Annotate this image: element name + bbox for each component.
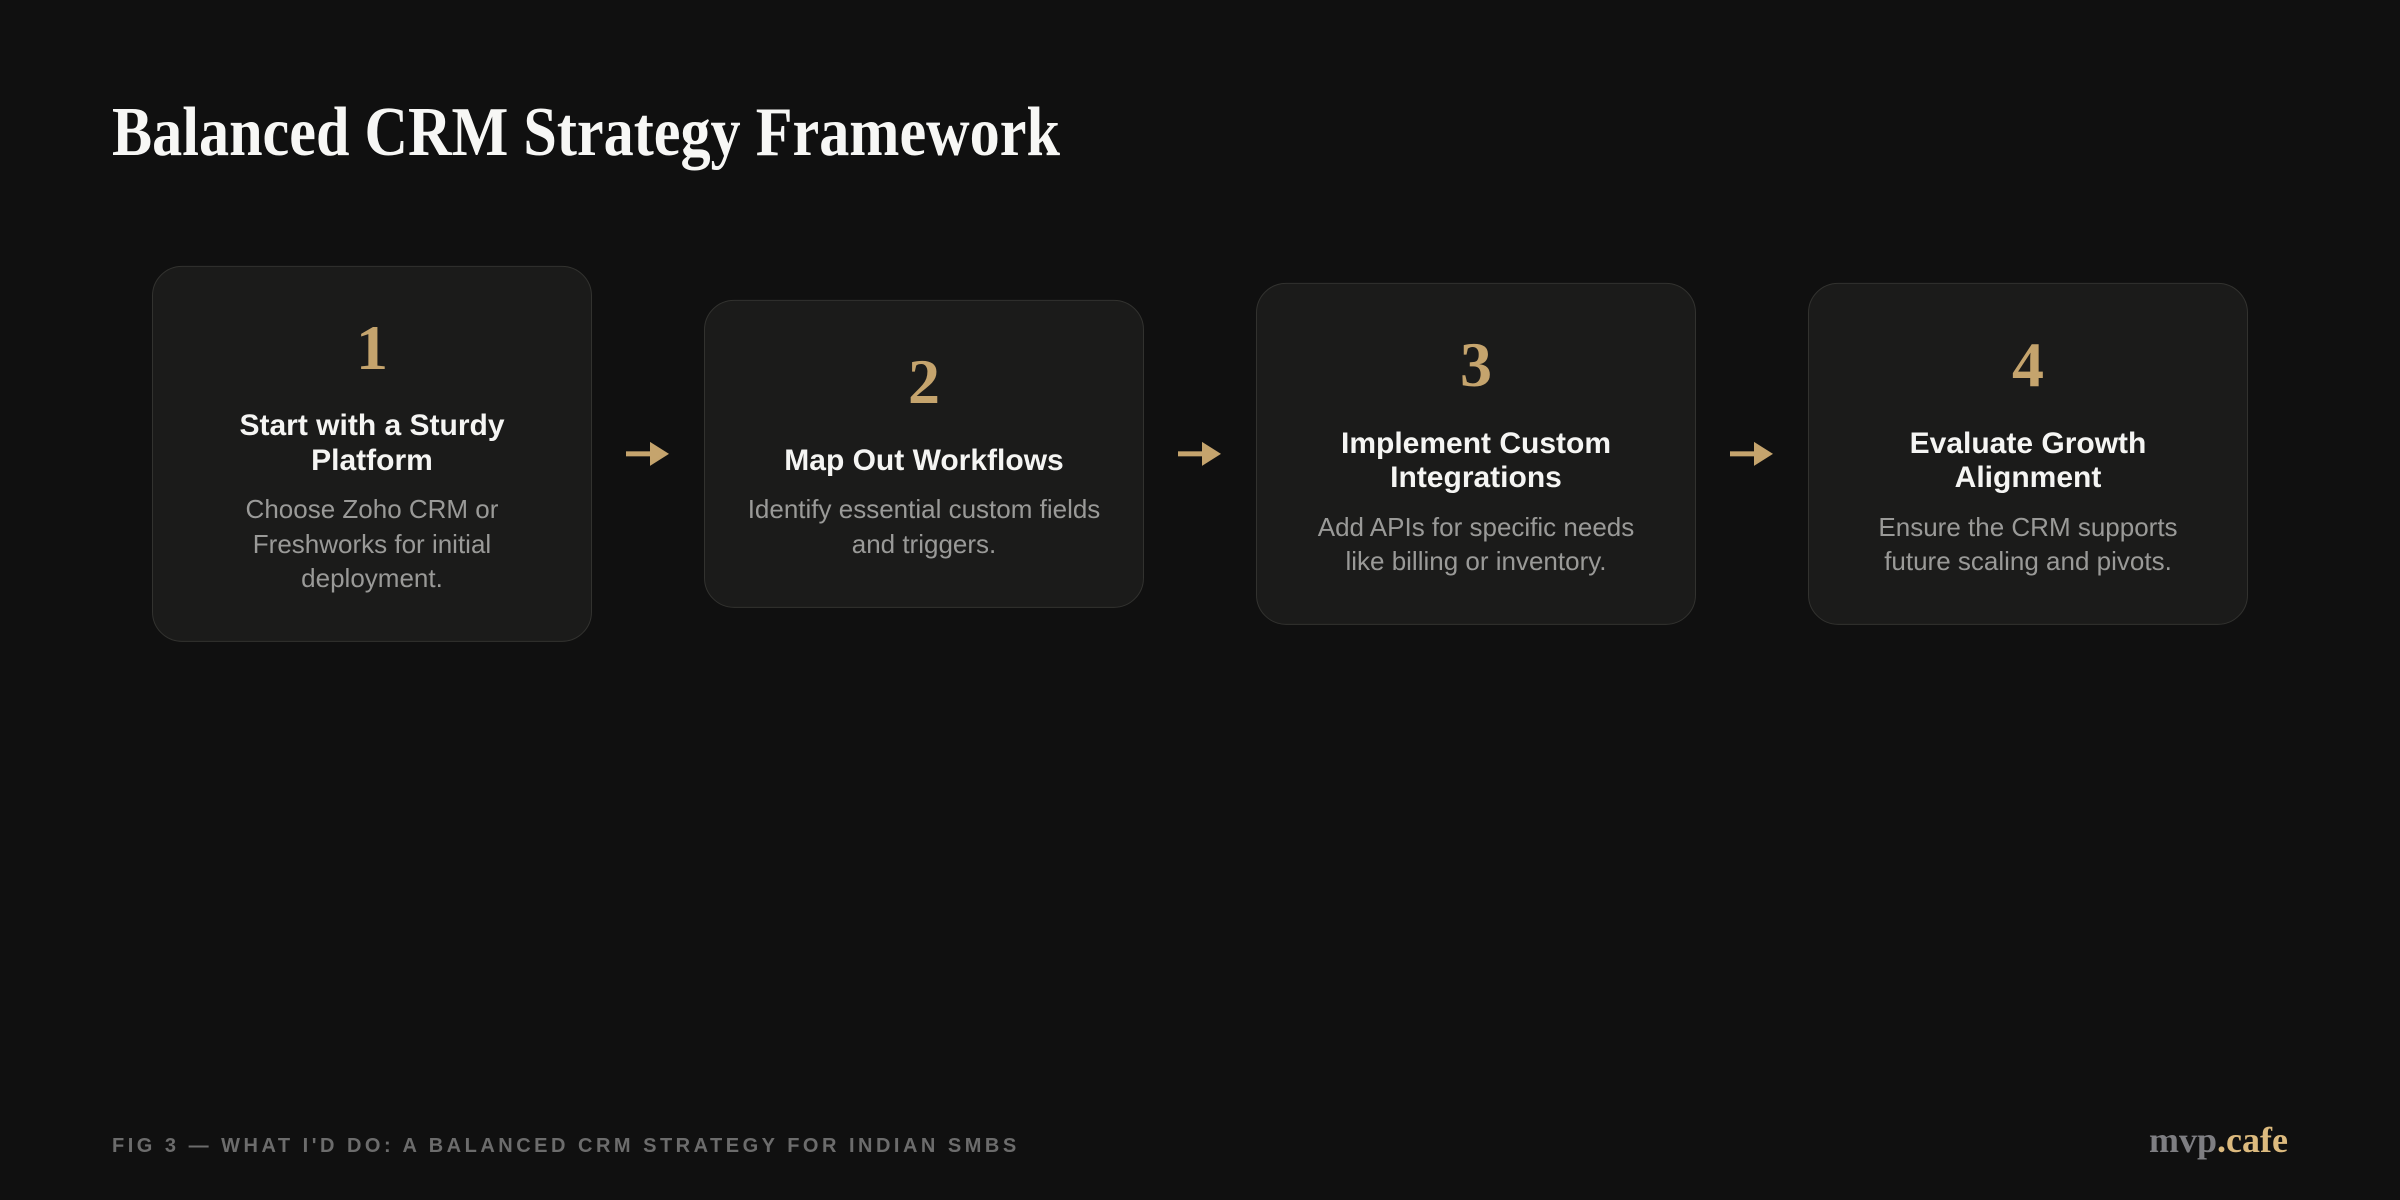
step-title: Evaluate Growth Alignment: [1909, 426, 2147, 494]
steps-row: 1 Start with a Sturdy Platform Choose Zo…: [152, 265, 2248, 643]
step-description: Ensure the CRM supports future scaling a…: [1878, 511, 2178, 576]
brand-tld: .cafe: [2217, 1120, 2288, 1160]
right-arrow-icon: [1170, 440, 1230, 468]
step-number: 3: [1460, 328, 1492, 400]
page-title: Balanced CRM Strategy Framework: [112, 94, 1060, 171]
right-arrow-icon: [618, 440, 678, 468]
step-description: Choose Zoho CRM or Freshworks for initia…: [245, 494, 499, 593]
step-card-2: 2 Map Out Workflows Identify essential c…: [704, 300, 1144, 608]
step-card-4: 4 Evaluate Growth Alignment Ensure the C…: [1808, 282, 2248, 626]
step-title: Start with a Sturdy Platform: [239, 409, 505, 477]
step-title: Implement Custom Integrations: [1340, 426, 1612, 494]
step-number: 4: [2012, 328, 2044, 400]
step-description: Add APIs for specific needs like billing…: [1317, 511, 1635, 576]
step-card-3: 3 Implement Custom Integrations Add APIs…: [1256, 282, 1696, 626]
right-arrow-icon: [1722, 440, 1782, 468]
step-number: 1: [356, 311, 388, 383]
brand-name: mvp: [2149, 1120, 2218, 1160]
footer: FIG 3 — WHAT I'D DO: A BALANCED CRM STRA…: [112, 1122, 2288, 1158]
step-description: Identify essential custom fields and tri…: [747, 494, 1101, 559]
step-title: Map Out Workflows: [784, 443, 1064, 477]
brand-logo: mvp.cafe: [2149, 1122, 2288, 1158]
figure-caption: FIG 3 — WHAT I'D DO: A BALANCED CRM STRA…: [112, 1135, 1020, 1157]
step-card-1: 1 Start with a Sturdy Platform Choose Zo…: [152, 265, 592, 643]
step-number: 2: [908, 346, 940, 418]
